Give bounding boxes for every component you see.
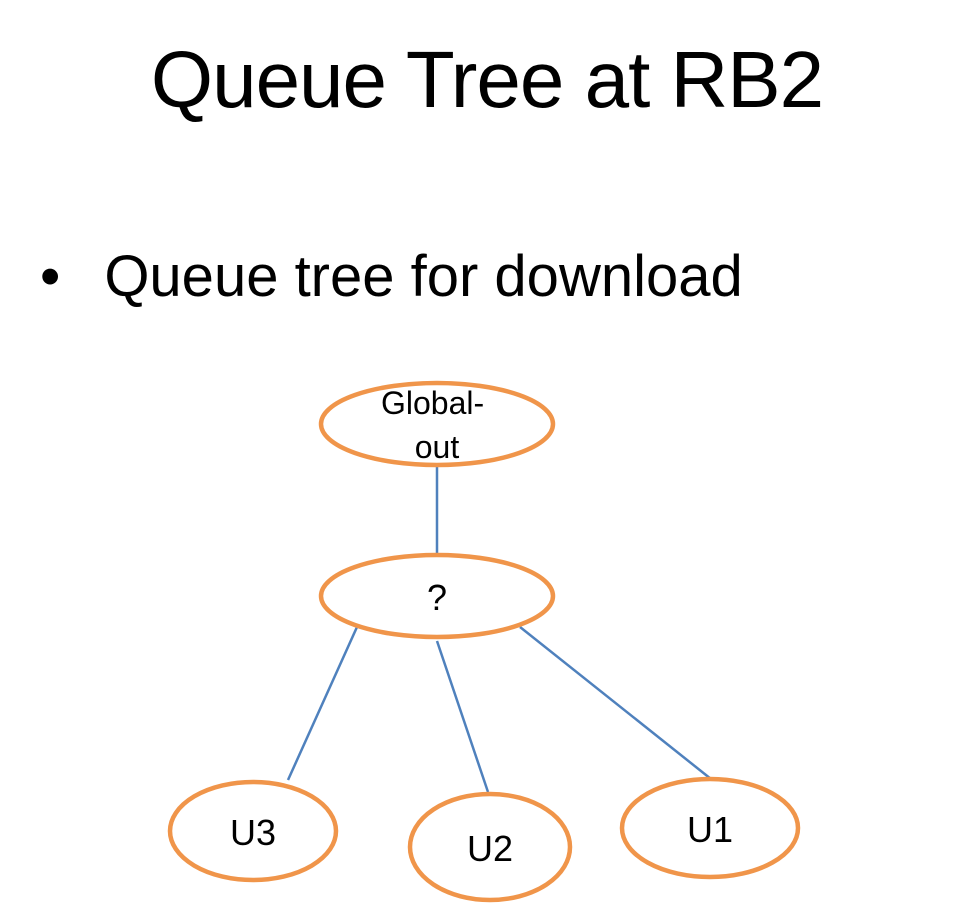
edge-root-to-u1 xyxy=(519,626,712,780)
node-root-label: ? xyxy=(427,577,447,618)
bullet-item: • Queue tree for download xyxy=(40,242,743,312)
node-u3: U3 xyxy=(167,779,339,883)
node-global-out-label: Global- out xyxy=(381,385,493,465)
node-global-out-label-line2: out xyxy=(415,429,460,465)
bullet-marker-icon: • xyxy=(40,244,61,309)
node-u2: U2 xyxy=(407,791,573,903)
edge-root-to-u3 xyxy=(286,626,359,781)
slide-title: Queue Tree at RB2 xyxy=(150,35,824,124)
node-u1-shape xyxy=(619,776,801,880)
bullet-text: Queue tree for download xyxy=(104,244,743,309)
node-global-out-label-line1: Global- xyxy=(381,385,484,421)
node-global-out-shape xyxy=(318,380,556,468)
node-u1: U1 xyxy=(619,776,801,880)
node-u3-label: U3 xyxy=(230,812,276,853)
node-u2-shape xyxy=(407,791,573,903)
edge-root-to-u2 xyxy=(435,640,490,793)
node-global-out: Global- out xyxy=(318,380,556,468)
node-root-shape xyxy=(318,552,556,640)
node-u2-label: U2 xyxy=(467,828,513,869)
node-u3-shape xyxy=(167,779,339,883)
node-u1-label: U1 xyxy=(687,809,733,850)
node-root: ? xyxy=(318,552,556,640)
